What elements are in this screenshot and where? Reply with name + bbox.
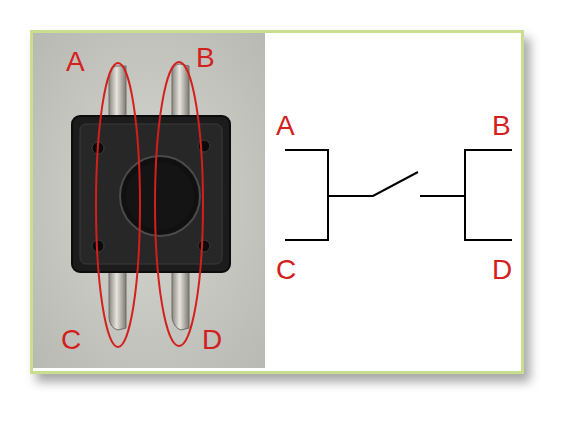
photo-background — [33, 33, 265, 368]
pin-label: D — [202, 326, 222, 354]
push-button-cap — [126, 162, 194, 230]
pin-label: C — [61, 326, 81, 354]
terminal-label: A — [276, 112, 295, 140]
push-button — [120, 156, 200, 236]
pair-ellipses — [96, 62, 203, 347]
pin-label: A — [66, 48, 85, 76]
pin-label: B — [196, 44, 215, 72]
terminal-label: B — [492, 112, 511, 140]
terminal-label: C — [276, 256, 296, 284]
terminal-label: D — [492, 256, 512, 284]
switch-symbol — [285, 150, 512, 240]
corner-dots — [92, 140, 210, 252]
